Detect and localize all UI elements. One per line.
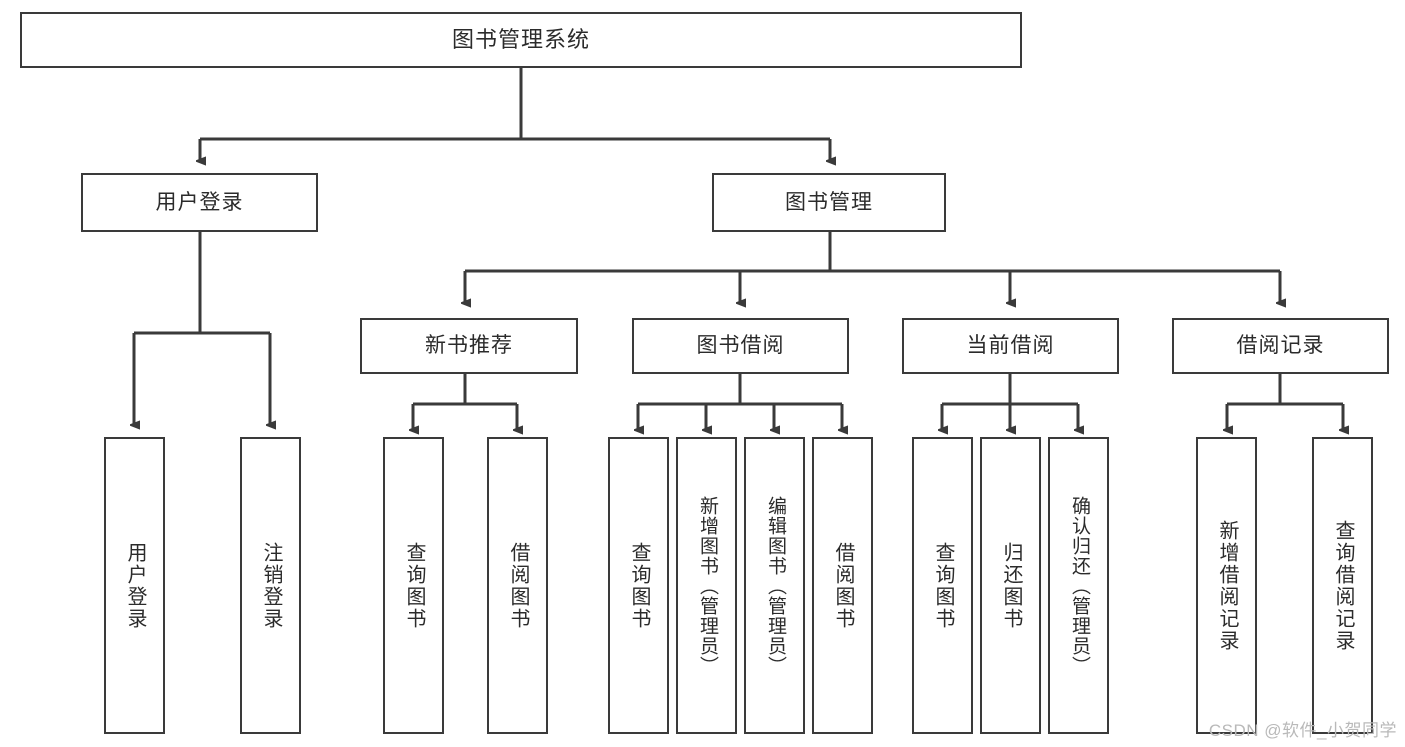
node-label: 图书管理 [785,190,873,214]
node-label: 用户登录 [155,190,244,214]
leaf-record-query-borrow-record[interactable]: 查询借阅记录 [1312,437,1373,734]
leaf-current-confirm-return-admin[interactable]: 确认归还（管理员） [1048,437,1109,734]
leaf-borrow-add-book-admin[interactable]: 新增图书（管理员） [676,437,737,734]
node-label: 图书管理系统 [451,26,590,52]
leaf-recommend-query-book[interactable]: 查询图书 [383,437,444,734]
node-book-borrow[interactable]: 图书借阅 [632,318,849,374]
node-current-borrow[interactable]: 当前借阅 [902,318,1119,374]
node-label: 借阅图书 [832,541,854,630]
leaf-current-return-book[interactable]: 归还图书 [980,437,1041,734]
node-label: 新增图书（管理员） [696,495,718,676]
node-label: 查询图书 [403,541,425,630]
leaf-borrow-edit-book-admin[interactable]: 编辑图书（管理员） [744,437,805,734]
node-label: 查询图书 [628,541,650,630]
leaf-user-logout[interactable]: 注销登录 [240,437,301,734]
leaf-user-login[interactable]: 用户登录 [104,437,165,734]
leaf-record-add-borrow-record[interactable]: 新增借阅记录 [1196,437,1257,734]
node-label: 查询图书 [932,541,954,630]
leaf-borrow-borrow-book[interactable]: 借阅图书 [812,437,873,734]
node-label: 归还图书 [1000,541,1022,630]
node-label: 新增借阅记录 [1216,519,1238,652]
node-label: 当前借阅 [966,334,1055,358]
node-new-book-recommend[interactable]: 新书推荐 [360,318,578,374]
node-label: 借阅图书 [507,541,529,630]
node-label: 编辑图书（管理员） [764,495,786,676]
node-label: 新书推荐 [425,334,513,358]
node-user-login[interactable]: 用户登录 [81,173,318,232]
node-book-management[interactable]: 图书管理 [712,173,946,232]
node-root-book-management-system[interactable]: 图书管理系统 [20,12,1022,68]
node-label: 注销登录 [260,541,282,630]
leaf-recommend-borrow-book[interactable]: 借阅图书 [487,437,548,734]
csdn-watermark: CSDN @软件_小贺同学 [1208,721,1397,740]
node-label: 借阅记录 [1236,334,1325,358]
node-label: 查询借阅记录 [1332,519,1354,652]
node-label: 图书借阅 [696,334,785,358]
node-label: 确认归还（管理员） [1068,495,1090,676]
node-label: 用户登录 [124,541,146,630]
leaf-borrow-query-book[interactable]: 查询图书 [608,437,669,734]
leaf-current-query-book[interactable]: 查询图书 [912,437,973,734]
node-borrow-record[interactable]: 借阅记录 [1172,318,1389,374]
